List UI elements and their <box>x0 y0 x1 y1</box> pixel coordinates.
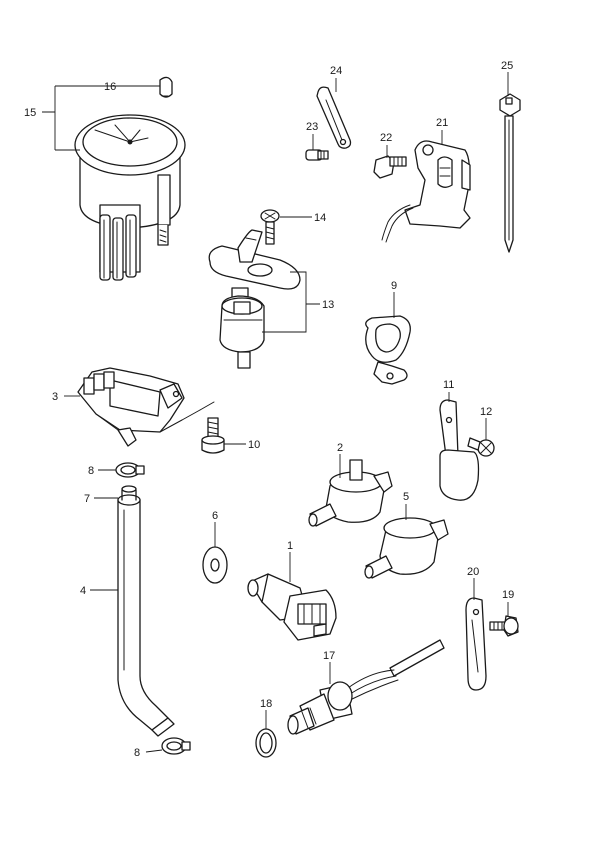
screw-part-23 <box>305 149 329 161</box>
washer-part-6 <box>202 546 228 584</box>
callout-9: 9 <box>391 280 397 292</box>
callout-23: 23 <box>306 121 318 133</box>
callout-3: 3 <box>52 391 58 403</box>
clip-part-8-lower <box>161 737 191 755</box>
switch-part-2 <box>308 459 393 527</box>
strap-part-20 <box>465 597 487 691</box>
callout-25: 25 <box>501 60 513 72</box>
callout-22: 22 <box>380 132 392 144</box>
bolt-part-19 <box>489 615 519 637</box>
callout-4: 4 <box>80 585 86 597</box>
strap-part-11 <box>439 399 480 501</box>
screw-part-12 <box>467 437 495 457</box>
o-ring-part-18 <box>255 728 277 758</box>
leader-lines <box>42 72 509 753</box>
screw-part-14 <box>260 209 280 245</box>
callout-11: 11 <box>443 379 454 391</box>
callout-6: 6 <box>212 510 218 522</box>
bolt-part-10 <box>201 417 225 454</box>
callout-24: 24 <box>330 65 342 77</box>
sensor-part-3 <box>77 367 215 447</box>
callout-13: 13 <box>322 299 334 311</box>
callout-18: 18 <box>260 698 272 710</box>
clamp-part-9 <box>365 315 411 385</box>
bolt-part-22 <box>373 155 407 179</box>
switch-part-5 <box>364 517 449 579</box>
sensor-part-17 <box>287 639 445 735</box>
callout-1: 1 <box>287 540 293 552</box>
strap-part-24 <box>316 86 352 149</box>
hose-part-4 <box>117 485 175 737</box>
callout-15: 15 <box>24 107 36 119</box>
bracket-part-21 <box>381 140 471 243</box>
clip-part-8-upper <box>115 462 145 478</box>
callout-16: 16 <box>104 81 116 93</box>
sensor-part-1 <box>247 573 337 641</box>
callout-19: 19 <box>502 589 514 601</box>
gauge-assembly <box>74 76 186 281</box>
callout-14: 14 <box>314 212 326 224</box>
callout-12: 12 <box>480 406 492 418</box>
callout-7: 7 <box>84 493 90 505</box>
cable-tie-part-25 <box>499 93 521 253</box>
callout-17: 17 <box>323 650 335 662</box>
callout-2: 2 <box>337 442 343 454</box>
sensor-part-13 <box>208 229 301 369</box>
callout-20: 20 <box>467 566 479 578</box>
callout-10: 10 <box>248 439 260 451</box>
callout-8-upper: 8 <box>88 465 94 477</box>
callout-5: 5 <box>403 491 409 503</box>
callout-8-lower: 8 <box>134 747 140 759</box>
callout-labels: 15 16 24 23 22 21 25 14 13 9 3 10 11 12 … <box>24 60 514 759</box>
callout-21: 21 <box>436 117 448 129</box>
